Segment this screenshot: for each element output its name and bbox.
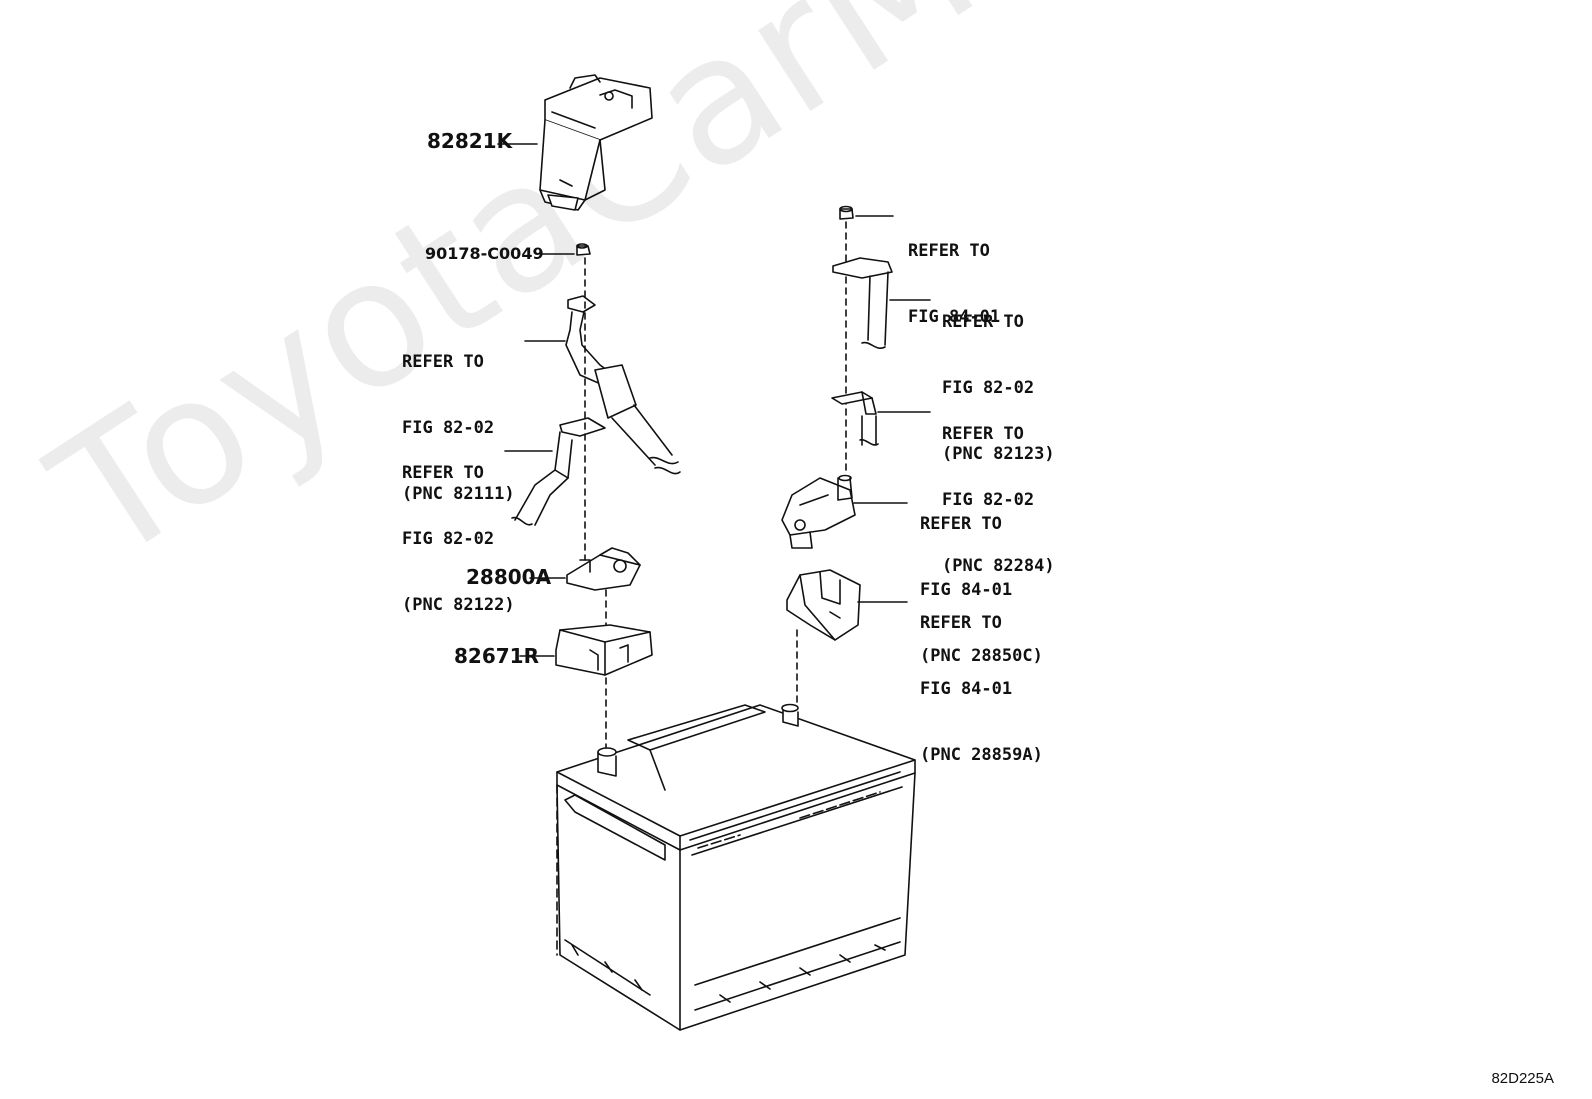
ref-82284-line2: FIG 82-02 xyxy=(942,490,1035,510)
holder-82671r xyxy=(555,624,653,676)
terminal-28850c xyxy=(781,474,856,549)
label-82671r: 82671R xyxy=(454,644,539,668)
ref-82111-line3: (PNC 82111) xyxy=(402,484,515,504)
terminal-cover-82821k xyxy=(539,74,653,211)
ref-82123-line1: REFER TO xyxy=(942,312,1024,332)
ref-82284-line3: (PNC 82284) xyxy=(942,556,1055,576)
label-ref-82111: REFER TO FIG 82-02 (PNC 82111) xyxy=(402,307,515,549)
ref-top-line2: FIG 84-01 xyxy=(908,307,1001,327)
cable-82111 xyxy=(565,295,681,475)
ref-82122-line1: REFER TO xyxy=(402,463,484,483)
nut-right xyxy=(839,205,854,220)
ref-28850c-line3: (PNC 28850C) xyxy=(920,646,1043,666)
label-ref-28859a: REFER TO FIG 84-01 (PNC 28859A) xyxy=(920,568,1043,810)
label-82821k: 82821K xyxy=(427,129,513,153)
nut-90178 xyxy=(576,243,591,256)
figure-code: 82D225A xyxy=(1491,1070,1554,1087)
ref-top-line1: REFER TO xyxy=(908,241,990,261)
label-ref-fig8401-top: REFER TO FIG 84-01 xyxy=(908,196,1000,372)
cable-82122 xyxy=(511,417,606,526)
label-ref-82284: REFER TO FIG 82-02 (PNC 82284) xyxy=(942,379,1055,621)
label-ref-82122: REFER TO FIG 82-02 (PNC 82122) xyxy=(402,418,515,660)
cover-28859a xyxy=(786,569,861,641)
ref-82123-line3: (PNC 82123) xyxy=(942,444,1055,464)
label-ref-28850c: REFER TO FIG 84-01 (PNC 28850C) xyxy=(920,469,1043,711)
ref-82122-line3: (PNC 82122) xyxy=(402,595,515,615)
ref-28859a-line3: (PNC 28859A) xyxy=(920,745,1043,765)
ref-28850c-line2: FIG 84-01 xyxy=(920,580,1013,600)
ref-82123-line2: FIG 82-02 xyxy=(942,378,1035,398)
ref-82111-line2: FIG 82-02 xyxy=(402,418,495,438)
label-ref-82123: REFER TO FIG 82-02 (PNC 82123) xyxy=(942,267,1055,509)
ref-82284-line1: REFER TO xyxy=(942,424,1024,444)
ref-28850c-line1: REFER TO xyxy=(920,514,1002,534)
bracket-82284 xyxy=(831,391,879,446)
ref-28859a-line2: FIG 84-01 xyxy=(920,679,1013,699)
clamp-28800a xyxy=(566,547,641,591)
ref-82122-line2: FIG 82-02 xyxy=(402,529,495,549)
ref-28859a-line1: REFER TO xyxy=(920,613,1002,633)
label-28800a: 28800A xyxy=(466,565,552,589)
cable-82123 xyxy=(832,257,893,349)
label-90178-c0049: 90178-C0049 xyxy=(425,244,544,263)
battery xyxy=(556,703,916,1031)
ref-82111-line1: REFER TO xyxy=(402,352,484,372)
